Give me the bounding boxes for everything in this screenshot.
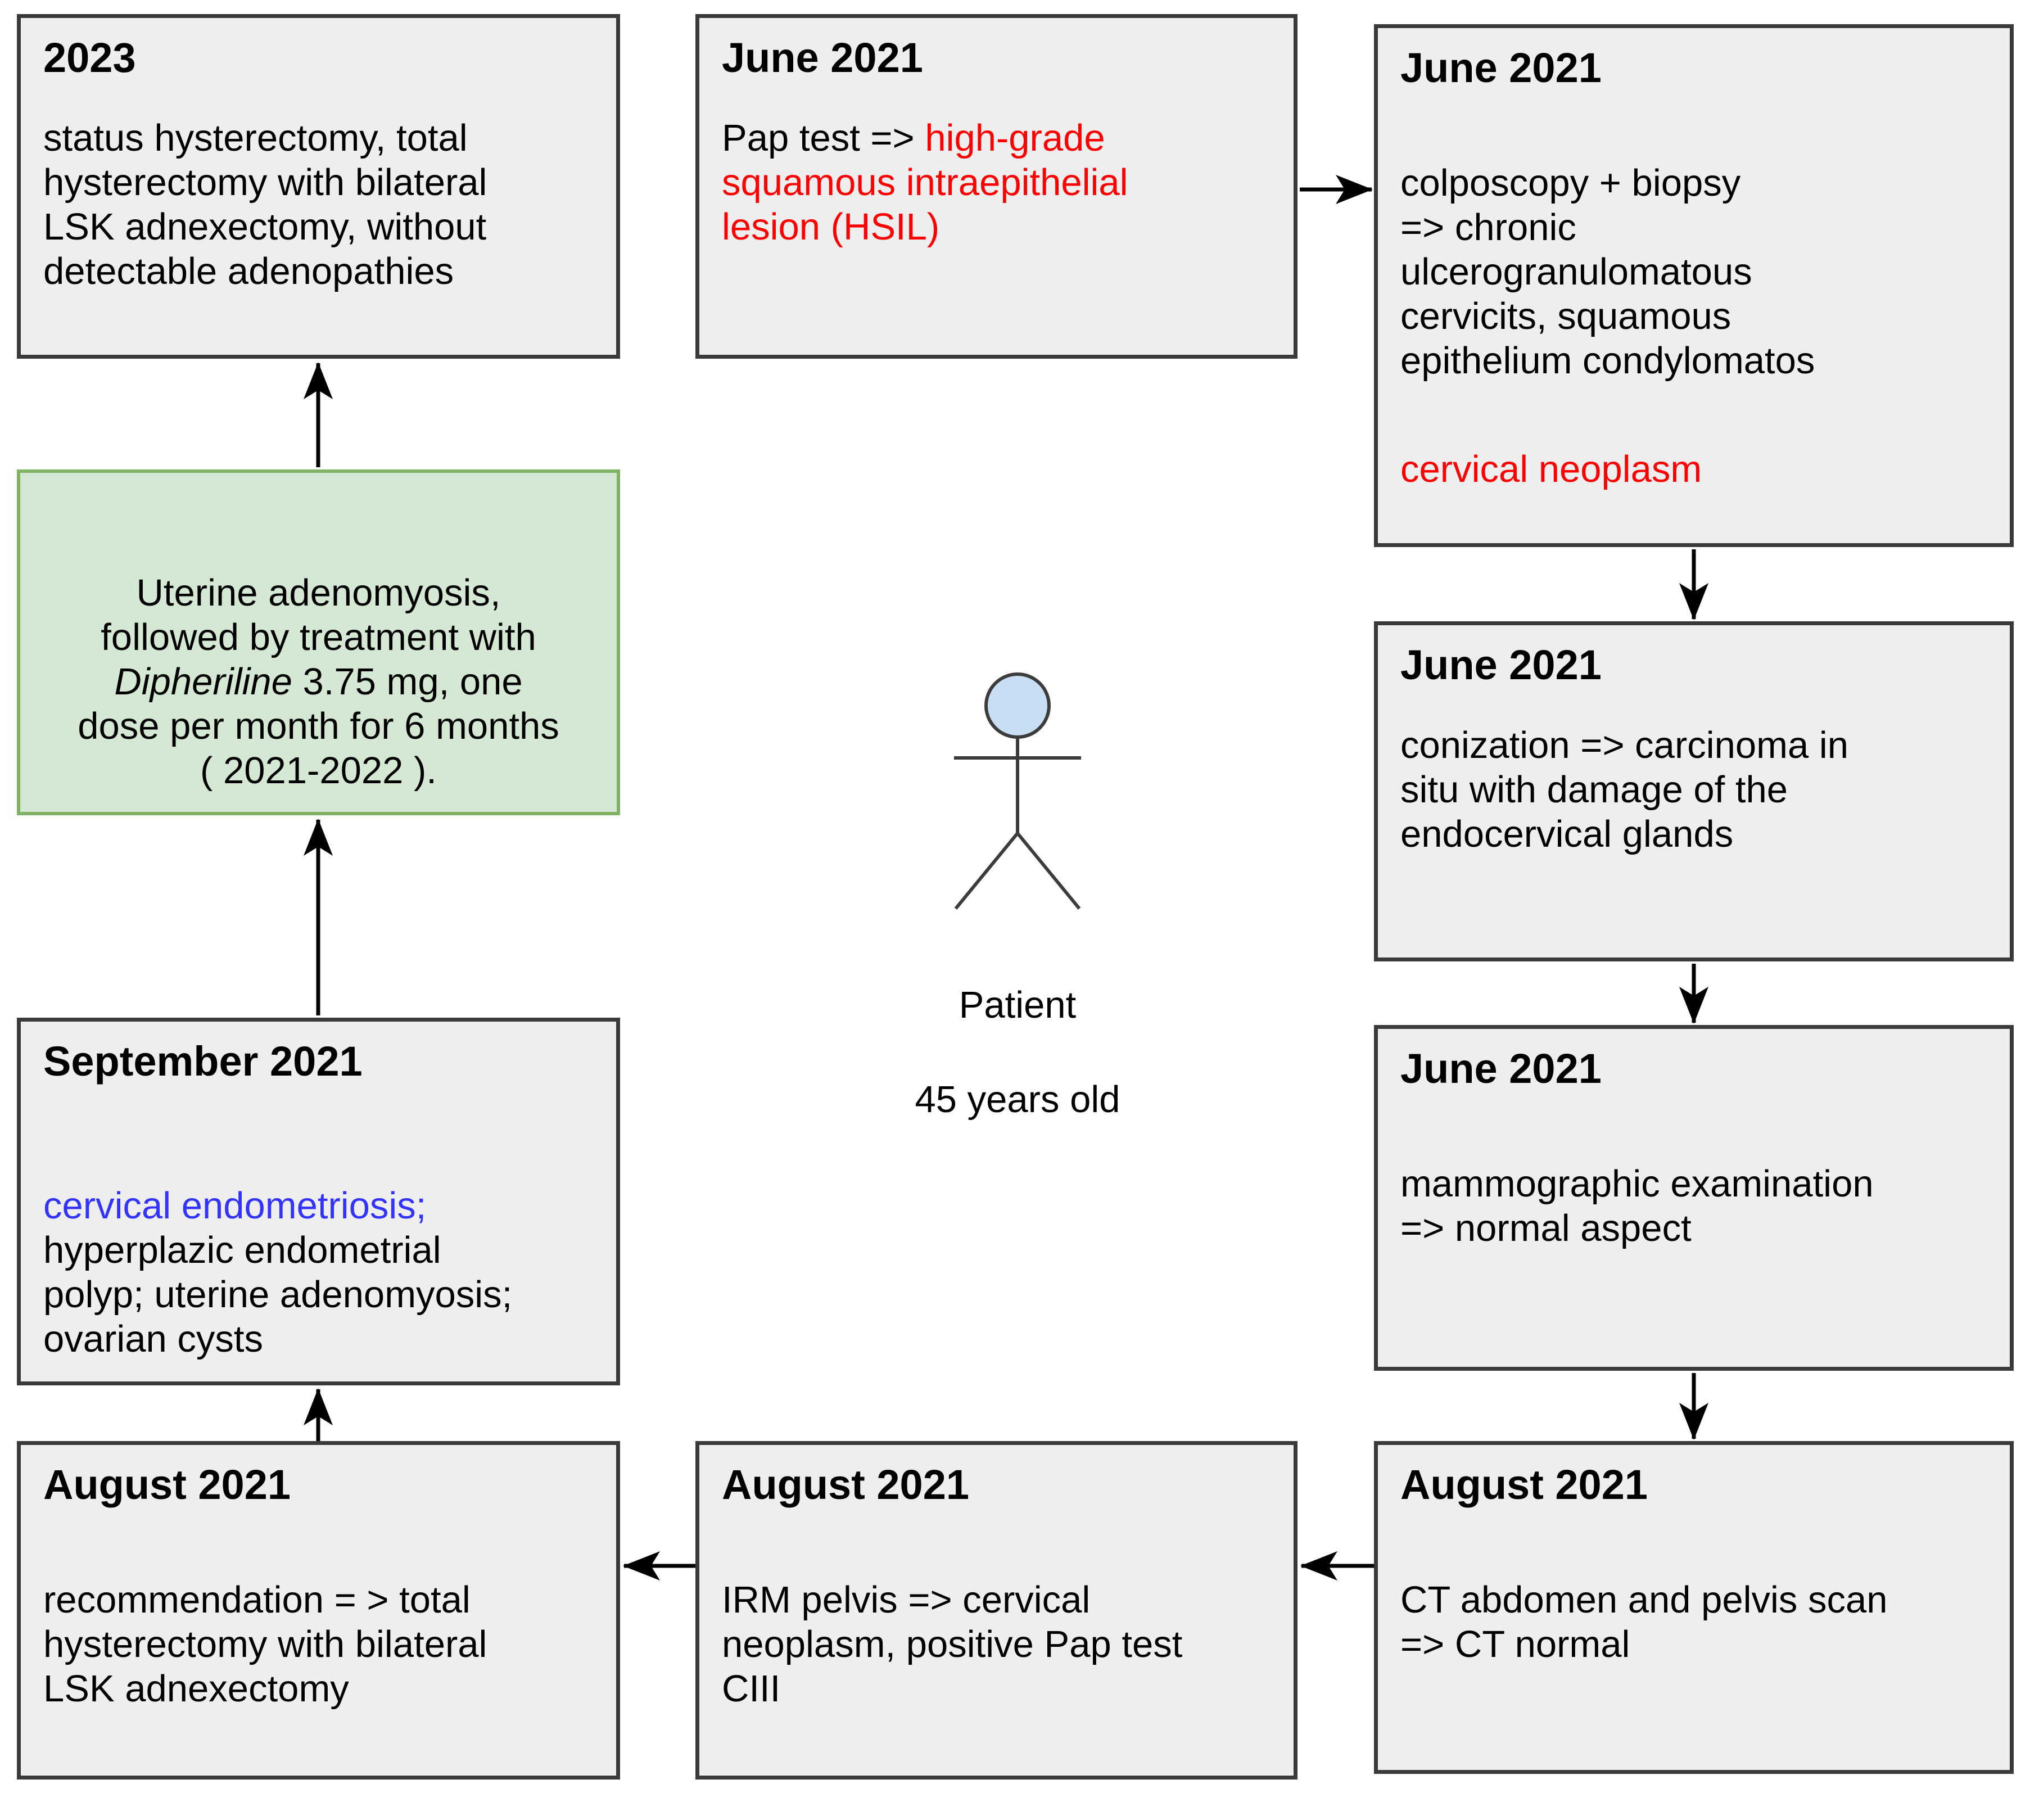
node-june2021-mammography: June 2021 mammographic examination => no… <box>1374 1025 2014 1371</box>
node-body: mammographic examination => normal aspec… <box>1400 1163 1874 1249</box>
finding-highlight: cervical endometriosis; <box>43 1185 427 1227</box>
node-date: June 2021 <box>1400 44 1602 91</box>
node-body: IRM pelvis => cervical neoplasm, positiv… <box>722 1579 1183 1710</box>
node-date: August 2021 <box>43 1461 291 1508</box>
stick-figure-right-leg <box>1016 832 1081 910</box>
node-body: cervical endometriosis; hyperplazic endo… <box>43 1184 594 1361</box>
node-body: colposcopy + biopsy => chronic ulcerogra… <box>1400 162 1815 382</box>
node-2023-final-status: 2023 status hysterectomy, total hysterec… <box>17 14 620 359</box>
node-date: June 2021 <box>1400 1045 1602 1092</box>
treatment-text-start: Uterine adenomyosis, followed by treatme… <box>101 572 536 658</box>
node-body: Pap test => high-grade squamous intraepi… <box>722 116 1271 249</box>
patient-stick-figure <box>954 672 1081 910</box>
finding-rest: hyperplazic endometrial polyp; uterine a… <box>43 1229 513 1360</box>
node-date: September 2021 <box>43 1038 363 1085</box>
node-date: June 2021 <box>1400 642 1602 688</box>
node-date: August 2021 <box>722 1461 970 1508</box>
node-body: conization => carcinoma in situ with dam… <box>1400 724 1848 855</box>
node-june2021-conization: June 2021 conization => carcinoma in sit… <box>1374 621 2014 961</box>
patient-caption: Patient 45 years old <box>849 934 1186 1171</box>
patient-name-label: Patient <box>959 984 1077 1026</box>
node-august2021-recommendation: August 2021 recommendation = > total hys… <box>17 1441 620 1780</box>
node-september2021-findings: September 2021 cervical endometriosis; h… <box>17 1018 620 1385</box>
pap-result-highlight: high-grade squamous intraepithelial lesi… <box>722 117 1128 248</box>
stick-figure-head <box>984 672 1051 739</box>
stick-figure-left-leg <box>954 832 1019 910</box>
node-date: August 2021 <box>1400 1461 1648 1508</box>
treatment-text-end: 3.75 mg, one dose per month for 6 months… <box>78 661 559 792</box>
drug-name: Dipheriline <box>114 661 292 703</box>
node-treatment-dipheriline: Uterine adenomyosis, followed by treatme… <box>17 469 620 815</box>
node-june2021-colposcopy-biopsy: June 2021 colposcopy + biopsy => chronic… <box>1374 24 2014 547</box>
pap-test-label: Pap test => <box>722 117 925 159</box>
node-body: CT abdomen and pelvis scan => CT normal <box>1400 1579 1888 1665</box>
node-body: status hysterectomy, total hysterectomy … <box>43 117 487 292</box>
node-body: Uterine adenomyosis, followed by treatme… <box>78 571 559 793</box>
patient-age-label: 45 years old <box>915 1078 1120 1121</box>
node-date: 2023 <box>43 34 136 81</box>
node-date: June 2021 <box>722 34 923 81</box>
node-august2021-ct-scan: August 2021 CT abdomen and pelvis scan =… <box>1374 1441 2014 1774</box>
node-body: recommendation = > total hysterectomy wi… <box>43 1579 487 1710</box>
diagnosis-highlight: cervical neoplasm <box>1400 448 1702 490</box>
node-august2021-irm-pelvis: August 2021 IRM pelvis => cervical neopl… <box>695 1441 1297 1780</box>
node-june2021-pap-test: June 2021 Pap test => high-grade squamou… <box>695 14 1297 359</box>
